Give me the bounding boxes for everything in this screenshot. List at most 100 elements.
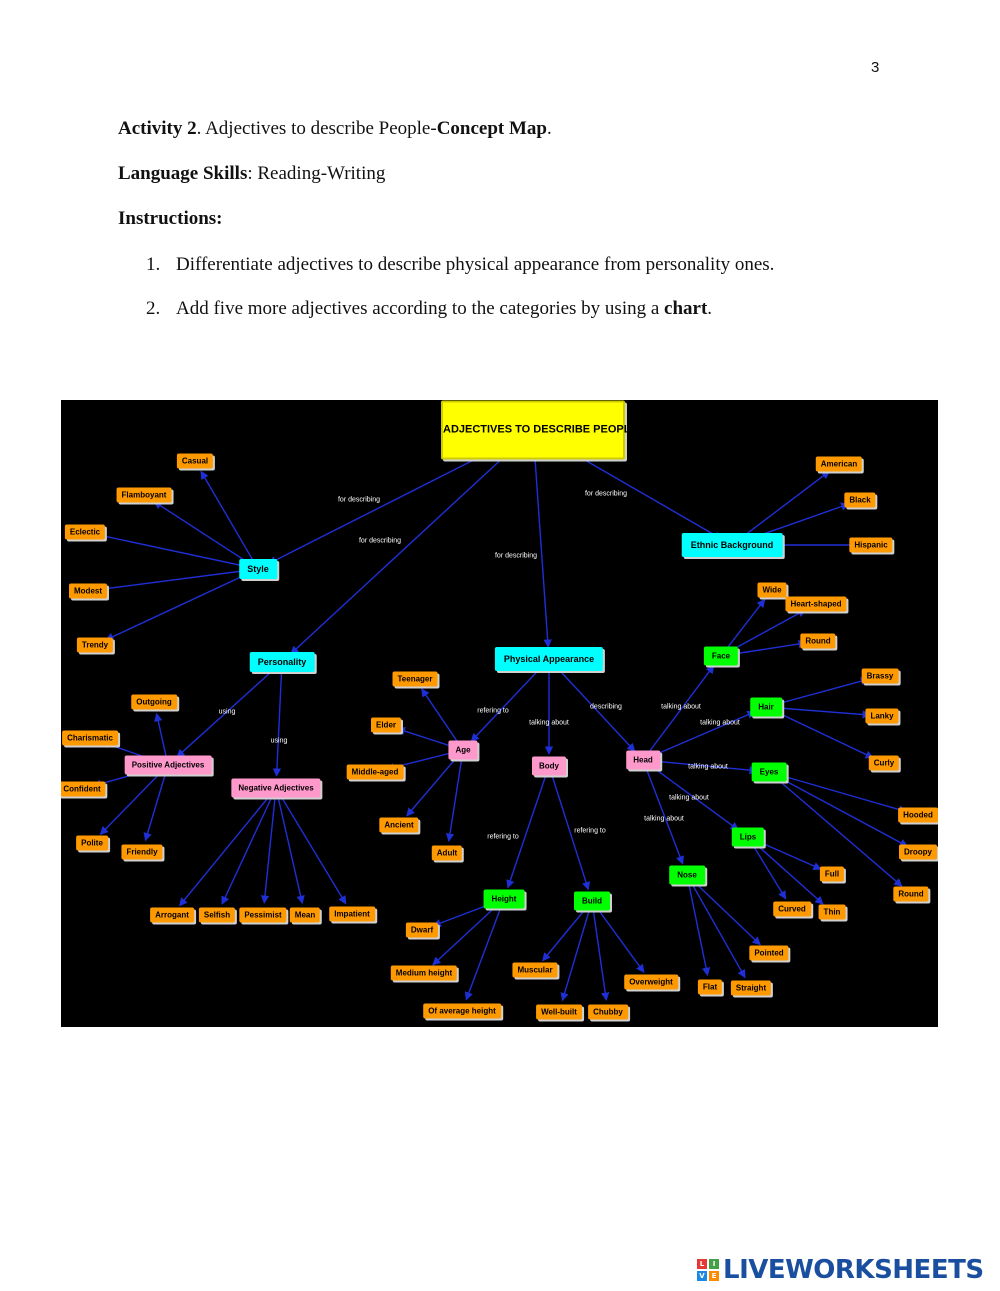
connector-style-eclectic — [95, 531, 259, 570]
connector-hair-brassy — [765, 677, 870, 708]
concept-node-dwarf: Dwarf — [405, 922, 439, 938]
concept-node-wide: Wide — [757, 582, 787, 598]
activity-label: Activity 2 — [118, 118, 197, 139]
concept-node-muscular: Muscular — [512, 962, 558, 978]
concept-node-wellbuilt: Well-built — [536, 1004, 582, 1020]
connector-build-wellbuilt — [560, 900, 593, 1002]
concept-node-arrogant: Arrogant — [150, 907, 194, 923]
link-label-head-nose: talking about — [644, 815, 684, 823]
concept-node-casual: Casual — [176, 453, 214, 469]
link-label-head-hair: talking about — [700, 719, 740, 727]
connector-head-eyes — [642, 759, 758, 775]
link-label-root-ethnic: for describing — [584, 490, 628, 498]
connector-root-physical — [532, 429, 552, 648]
connector-ethnic-american — [731, 470, 831, 546]
concept-node-polite: Polite — [76, 835, 108, 851]
skills-label: Language Skills — [118, 163, 248, 184]
concept-node-eyes: Eyes — [751, 762, 787, 782]
concept-node-thin: Thin — [818, 904, 846, 920]
link-label-head-eyes: talking about — [688, 763, 728, 771]
instruction-text: Add five more adjectives according to th… — [176, 298, 712, 320]
connector-nose-pointed — [686, 874, 761, 946]
logo-square-0: L — [697, 1259, 707, 1269]
concept-node-modest: Modest — [69, 583, 107, 599]
connector-head-hair — [642, 710, 756, 761]
concept-node-curved: Curved — [773, 901, 811, 917]
link-label-physical-body: talking about — [529, 719, 569, 727]
concept-node-flamboyant: Flamboyant — [116, 487, 172, 503]
connector-age-adult — [445, 749, 464, 842]
concept-node-hooded: Hooded — [898, 807, 938, 823]
activity-title: Activity 2. Adjectives to describe Peopl… — [118, 118, 552, 140]
activity-bold: Concept Map — [436, 118, 548, 139]
link-label-head-lips: talking about — [669, 794, 709, 802]
concept-node-physical: Physical Appearance — [494, 647, 604, 671]
language-skills: Language Skills: Reading-Writing — [118, 163, 385, 185]
connector-negative-selfish — [221, 787, 277, 905]
concept-node-charismatic: Charismatic — [62, 730, 118, 746]
connector-eyes-droopy — [768, 771, 909, 847]
concept-node-hair: Hair — [750, 697, 782, 717]
concept-node-full: Full — [819, 866, 845, 882]
connector-style-modest — [99, 568, 259, 593]
connector-positive-friendly — [143, 764, 169, 842]
link-label-physical-head: describing — [590, 703, 622, 711]
connector-style-flamboyant — [153, 500, 259, 570]
concept-node-hispanic: Hispanic — [849, 537, 893, 553]
concept-node-curly: Curly — [868, 755, 900, 771]
link-label-personality-positive: using — [218, 708, 236, 716]
instruction-text: Differentiate adjectives to describe phy… — [176, 254, 775, 275]
activity-text: . Adjectives to describe People- — [196, 118, 437, 139]
concept-node-ancient: Ancient — [379, 817, 419, 833]
concept-node-body: Body — [532, 756, 566, 776]
concept-node-overweight: Overweight — [624, 974, 678, 990]
instructions-heading-text: Instructions: — [118, 208, 223, 229]
concept-node-straight: Straight — [730, 980, 772, 996]
concept-node-middleaged: Middle-aged — [346, 764, 404, 780]
concept-node-mediumheight: Medium height — [390, 965, 458, 981]
concept-node-nose: Nose — [669, 865, 705, 885]
concept-node-root: ADJECTIVES TO DESCRIBE PEOPLE — [441, 400, 638, 460]
connector-build-chubby — [591, 900, 610, 1001]
instruction-text-bold: chart — [664, 298, 708, 319]
concept-node-teenager: Teenager — [392, 671, 438, 687]
concept-node-chubby: Chubby — [588, 1004, 628, 1020]
link-label-body-height: refering to — [487, 833, 519, 841]
concept-node-american: American — [815, 456, 863, 472]
concept-node-eclectic: Eclectic — [64, 524, 106, 540]
concept-node-lips: Lips — [731, 827, 765, 847]
instruction-text-end: . — [707, 298, 713, 319]
skills-text: : Reading-Writing — [247, 163, 386, 184]
concept-node-build: Build — [574, 891, 610, 911]
activity-end: . — [547, 118, 552, 139]
connector-eyes-hooded — [768, 771, 908, 814]
concept-node-outgoing: Outgoing — [131, 694, 177, 710]
concept-node-selfish: Selfish — [198, 907, 236, 923]
connector-personality-negative — [272, 661, 283, 777]
concept-node-droopy: Droopy — [899, 844, 937, 860]
concept-node-friendly: Friendly — [121, 844, 163, 860]
concept-node-lanky: Lanky — [865, 708, 899, 724]
connector-height-averageheight — [464, 898, 505, 1001]
concept-node-personality: Personality — [249, 652, 315, 672]
connector-head-face — [642, 664, 715, 761]
concept-node-negative: Negative Adjectives — [231, 778, 321, 798]
concept-node-positive: Positive Adjectives — [124, 755, 212, 775]
concept-node-round2: Round — [893, 886, 929, 902]
connector-lips-curved — [747, 836, 787, 900]
concept-node-pessimist: Pessimist — [239, 907, 287, 923]
connector-personality-positive — [176, 661, 283, 758]
concept-node-head: Head — [626, 750, 660, 770]
concept-node-trendy: Trendy — [76, 637, 114, 653]
connector-body-build — [548, 765, 591, 891]
logo-square-3: E — [709, 1271, 719, 1281]
connector-physical-head — [548, 658, 636, 752]
concept-node-heartshaped: Heart-shaped — [785, 596, 847, 612]
link-label-physical-age: refering to — [477, 707, 509, 715]
connector-age-teenager — [421, 688, 464, 751]
instruction-number: 1. — [146, 254, 161, 275]
concept-node-face: Face — [703, 646, 739, 666]
instructions-heading: Instructions: — [118, 208, 223, 230]
